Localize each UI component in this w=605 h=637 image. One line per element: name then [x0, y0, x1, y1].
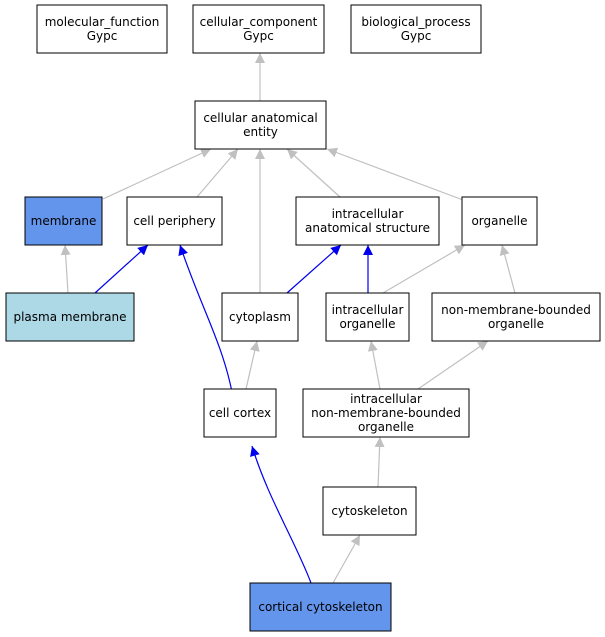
- node-cytoplasm[interactable]: cytoplasm: [221, 292, 299, 342]
- node-box: [221, 292, 299, 342]
- node-label: membrane: [31, 214, 97, 228]
- node-label: biological_process: [361, 15, 470, 29]
- node-cytoskeleton[interactable]: cytoskeleton: [322, 486, 417, 536]
- node-box: [350, 4, 482, 54]
- node-label: intracellular: [332, 303, 404, 317]
- edge-cytoplasm-to-intracellular-anatomical-structure: [286, 244, 342, 294]
- node-box: [192, 4, 325, 54]
- edge-organelle-to-cellular-anatomical-entity: [326, 147, 464, 201]
- edge-cell-cortex-to-cell-periphery: [178, 244, 233, 393]
- edge-cortical-cytoskeleton-to-cell-cortex: [250, 445, 312, 584]
- node-box: [249, 582, 392, 632]
- node-box: [461, 196, 538, 246]
- node-label: molecular_function: [45, 15, 160, 29]
- node-box: [431, 292, 601, 342]
- node-label: Gypc: [401, 29, 432, 43]
- node-plasma-membrane[interactable]: plasma membrane: [5, 292, 135, 342]
- edge-membrane-to-cellular-anatomical-entity: [102, 148, 212, 200]
- edge-cell-periphery-to-cellular-anatomical-entity: [196, 148, 239, 198]
- node-label: entity: [243, 125, 278, 139]
- node-label: Gypc: [87, 29, 118, 43]
- node-label: non-membrane-bounded: [441, 303, 591, 317]
- edge-non-membrane-bounded-organelle-to-organelle: [499, 244, 516, 294]
- node-label: organelle: [471, 214, 527, 228]
- edge-cytoskeleton-to-intracellular-non-membrane-bounded-organelle: [374, 436, 385, 488]
- node-label: organelle: [358, 420, 414, 434]
- edges-layer: [60, 53, 516, 584]
- node-label: cellular anatomical: [203, 111, 317, 125]
- node-box: [36, 4, 168, 54]
- node-label: cytoplasm: [229, 310, 291, 324]
- edge-intracellular-organelle-to-organelle: [382, 244, 466, 294]
- node-box: [203, 388, 277, 438]
- node-label: intracellular: [332, 207, 404, 221]
- node-label: intracellular: [350, 392, 422, 406]
- edge-cell-cortex-to-cytoplasm: [245, 340, 260, 390]
- node-box: [322, 486, 417, 536]
- node-label: organelle: [488, 317, 544, 331]
- edge-intracellular-non-membrane-bounded-organelle-to-intracellular-organelle: [367, 340, 381, 390]
- edge-plasma-membrane-to-cell-periphery: [94, 244, 149, 294]
- node-box: [24, 196, 103, 246]
- node-label: cortical cytoskeleton: [258, 600, 382, 614]
- edge-intracellular-anatomical-structure-to-cellular-anatomical-entity: [286, 148, 341, 198]
- edge-cortical-cytoskeleton-to-cytoskeleton: [332, 534, 361, 584]
- node-label: Gypc: [243, 29, 274, 43]
- node-label: cell cortex: [209, 406, 271, 420]
- node-cell-periphery[interactable]: cell periphery: [126, 196, 223, 246]
- node-box: [295, 196, 440, 246]
- nodes-layer: molecular_functionGypccellular_component…: [5, 4, 601, 632]
- node-box: [302, 388, 470, 438]
- node-box: [325, 292, 410, 342]
- edge-intracellular-non-membrane-bounded-organelle-to-non-membrane-bounded-organelle: [417, 340, 489, 390]
- node-box: [126, 196, 223, 246]
- node-label: organelle: [339, 317, 395, 331]
- node-label: cellular_component: [200, 15, 318, 29]
- node-membrane[interactable]: membrane: [24, 196, 103, 246]
- edge-plasma-membrane-to-membrane: [60, 244, 71, 294]
- node-label: non-membrane-bounded: [311, 406, 461, 420]
- node-cell-cortex[interactable]: cell cortex: [203, 388, 277, 438]
- node-organelle[interactable]: organelle: [461, 196, 538, 246]
- node-label: cytoskeleton: [331, 504, 407, 518]
- node-cortical-cytoskeleton[interactable]: cortical cytoskeleton: [249, 582, 392, 632]
- node-box: [194, 100, 327, 150]
- node-label: cell periphery: [133, 214, 215, 228]
- node-box: [5, 292, 135, 342]
- node-intracellular-non-membrane-bounded-organelle[interactable]: intracellularnon-membrane-boundedorganel…: [302, 388, 470, 438]
- node-label: anatomical structure: [305, 221, 430, 235]
- node-label: plasma membrane: [13, 310, 126, 324]
